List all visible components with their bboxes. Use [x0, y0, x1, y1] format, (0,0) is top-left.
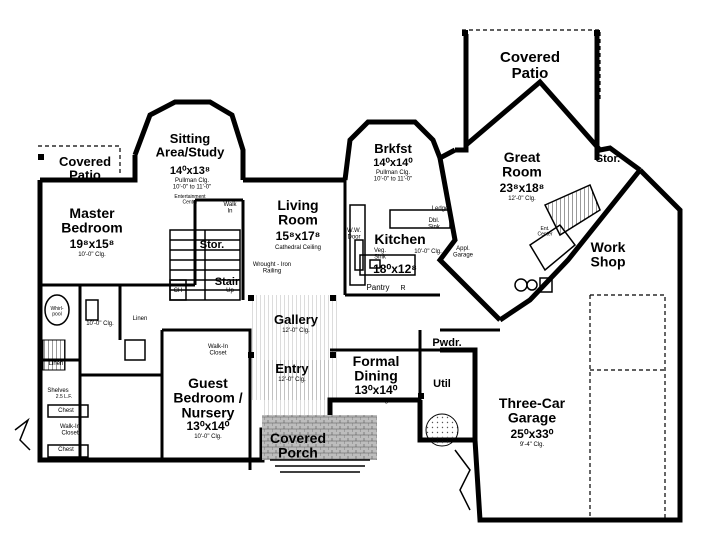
bath-ceiling-label: 10'-0" Clg. — [86, 321, 114, 327]
porch-steps — [270, 459, 370, 473]
gallery-note: 12'-0" Clg. — [282, 328, 310, 334]
entry-note: 12'-0" Clg. — [278, 377, 306, 383]
kitchen-label: Kitchen — [374, 231, 425, 247]
ch-label: CH — [174, 288, 183, 294]
chest-label-1: Chest — [58, 408, 74, 414]
brkfst-note: Pullman Clg.10'-0" to 11'-0" — [374, 170, 412, 182]
master-bath-fixtures — [42, 294, 146, 458]
linen-label-2: Linen — [49, 361, 64, 367]
veg-sink-label: Veg.Sink — [374, 248, 387, 260]
entry-label: Entry — [275, 361, 309, 376]
stor-right-label: Stor. — [596, 153, 620, 165]
great-room-note: 12'-0" Clg. — [508, 196, 536, 202]
covered-patio-top-outline — [455, 29, 601, 160]
living-room-dim: 15⁸x17⁸ — [276, 229, 321, 243]
whirlpool-label: Whirl-pool — [50, 306, 63, 317]
interior-walls — [40, 180, 500, 470]
stor-mid-label: Stor. — [200, 239, 224, 251]
r-label: R — [400, 285, 405, 292]
shelves-label: Shelves — [47, 388, 68, 394]
garage-doors — [589, 294, 666, 520]
formal-dining-dim: 13⁰x14⁰ — [355, 383, 398, 397]
guest-bedroom-dim: 13⁰x14⁰ — [187, 419, 230, 433]
sitting-area-note: Pullman Clg.10'-0" to 11'-0" — [173, 178, 211, 190]
chest-label-2: Chest — [58, 447, 74, 453]
kitchen-note: 10'-0" Clg. — [414, 249, 442, 255]
exterior-walls — [37, 78, 683, 523]
stair-label: Stair — [215, 276, 240, 288]
ledge-label: Ledge — [432, 206, 449, 212]
great-room-dim: 23⁸x18⁸ — [500, 181, 545, 195]
up-label: Up — [226, 288, 234, 294]
master-note: 10'-0" Clg. — [78, 252, 106, 258]
ww-door-label: W.W.Door — [347, 228, 361, 240]
ent-center-label: Ent.Center — [537, 226, 552, 237]
kitchen-counters — [349, 204, 451, 286]
staircase — [169, 229, 241, 301]
covered-patio-left-outline — [38, 145, 121, 175]
master-bedroom-dim: 19⁸x15⁸ — [70, 237, 115, 251]
covered-porch-floor — [262, 415, 377, 460]
guest-note: 10'-0" Clg. — [194, 434, 222, 440]
pwdr-label: Pwdr. — [432, 337, 461, 349]
brkfst-label: Brkfst — [374, 141, 412, 156]
linen-label-1: Linen — [133, 316, 148, 322]
gallery-label: Gallery — [274, 312, 319, 327]
dining-note: 12'-0" Clg. — [362, 398, 390, 404]
columns — [248, 295, 424, 399]
pantry-label: Pantry — [366, 283, 389, 292]
landscaping — [14, 413, 471, 511]
fireplace — [528, 183, 601, 272]
garage-dim: 25⁰x33⁰ — [511, 427, 554, 441]
brkfst-dim: 14⁰x14⁰ — [373, 157, 413, 169]
lf-label: 2.5 L.F. — [56, 394, 72, 400]
kitchen-dim: 18⁰x12⁸ — [373, 262, 417, 276]
living-note: Cathedral Ceiling — [275, 245, 321, 251]
util-label: Util — [433, 378, 451, 390]
dbl-sink-label: Dbl.Sink — [428, 218, 441, 230]
sitting-area-dim: 14⁰x13⁸ — [170, 165, 210, 177]
garage-note: 9'-4" Clg. — [520, 442, 545, 448]
workshop-fixtures — [514, 277, 553, 293]
appl-garage-label: Appl.Garage — [453, 246, 474, 258]
